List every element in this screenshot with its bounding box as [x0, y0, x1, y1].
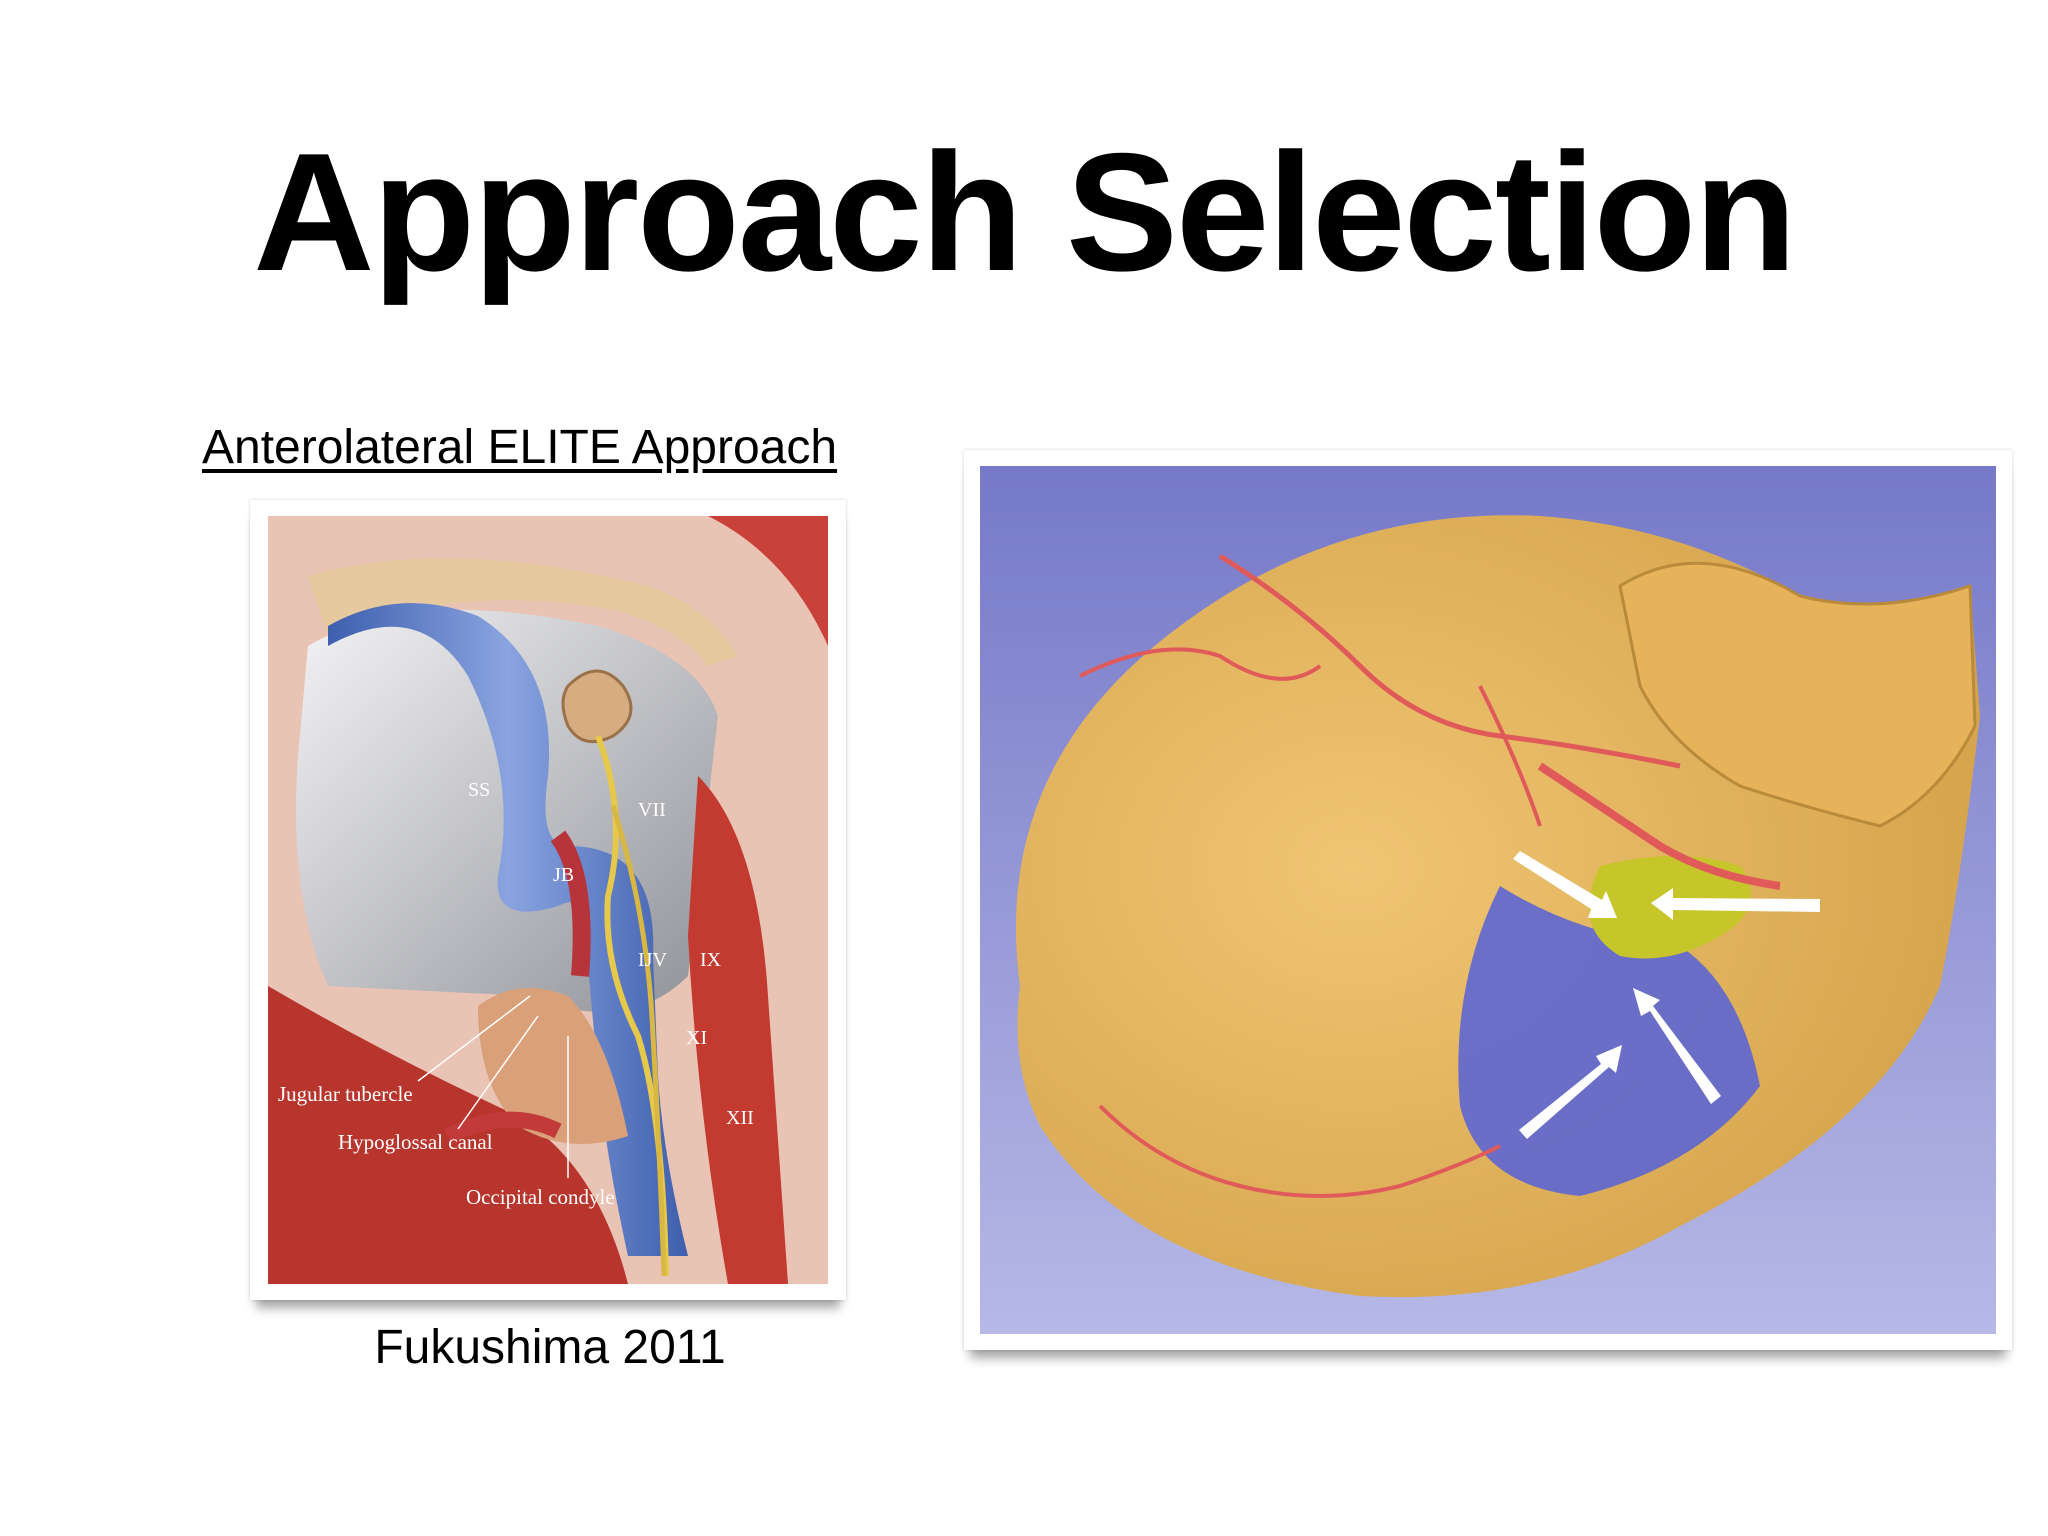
skull-render-frame [964, 450, 2012, 1350]
label-hypoglossal-canal: Hypoglossal canal [338, 1130, 493, 1154]
arrow-bottom-left [1519, 1045, 1622, 1139]
label-ix: IX [700, 949, 722, 971]
arrow-top-left [1513, 851, 1617, 918]
dura-edge [268, 516, 828, 646]
leader-jugular-tubercle [417, 995, 531, 1082]
label-vii: VII [638, 799, 666, 821]
label-jugular-tubercle: Jugular tubercle [278, 1082, 413, 1106]
artery-branch-4 [1537, 762, 1781, 890]
muscle-right [688, 776, 788, 1284]
vertebral-artery [444, 1111, 562, 1144]
label-ijv: IJV [638, 949, 667, 971]
label-xii: XII [726, 1107, 754, 1129]
skull-face [1618, 561, 1977, 828]
artery-branch-3 [1098, 1104, 1501, 1198]
vagus-nerve [610, 805, 667, 1277]
anatomical-illustration: SS VII JB IJV IX XI XII Jugular tubercle… [268, 516, 828, 1284]
figure-caption: Fukushima 2011 [374, 1321, 726, 1374]
artery-branch-5 [1478, 685, 1542, 827]
label-occipital-condyle: Occipital condyle [466, 1185, 615, 1209]
anatomical-illustration-frame: SS VII JB IJV IX XI XII Jugular tubercle… [250, 500, 846, 1300]
condyle [478, 988, 628, 1144]
label-jb: JB [553, 864, 574, 886]
carotid-artery [550, 830, 591, 977]
label-xi: XI [686, 1027, 707, 1049]
arrow-right [1651, 888, 1820, 920]
label-ss: SS [468, 779, 490, 801]
figure-subtitle: Anterolateral ELITE Approach [202, 421, 838, 474]
slide-title: Approach Selection [253, 118, 1797, 306]
skull-3d-render [980, 466, 1996, 1334]
artery-branch-2 [1079, 647, 1322, 681]
artery-branch-1 [1218, 553, 1681, 769]
sigmoid-sinus [328, 603, 688, 1256]
cochlea [561, 669, 633, 744]
leader-hypoglossal-canal [457, 1015, 539, 1130]
arrow-bottom-right [1633, 988, 1721, 1104]
dura-layer [308, 558, 738, 666]
